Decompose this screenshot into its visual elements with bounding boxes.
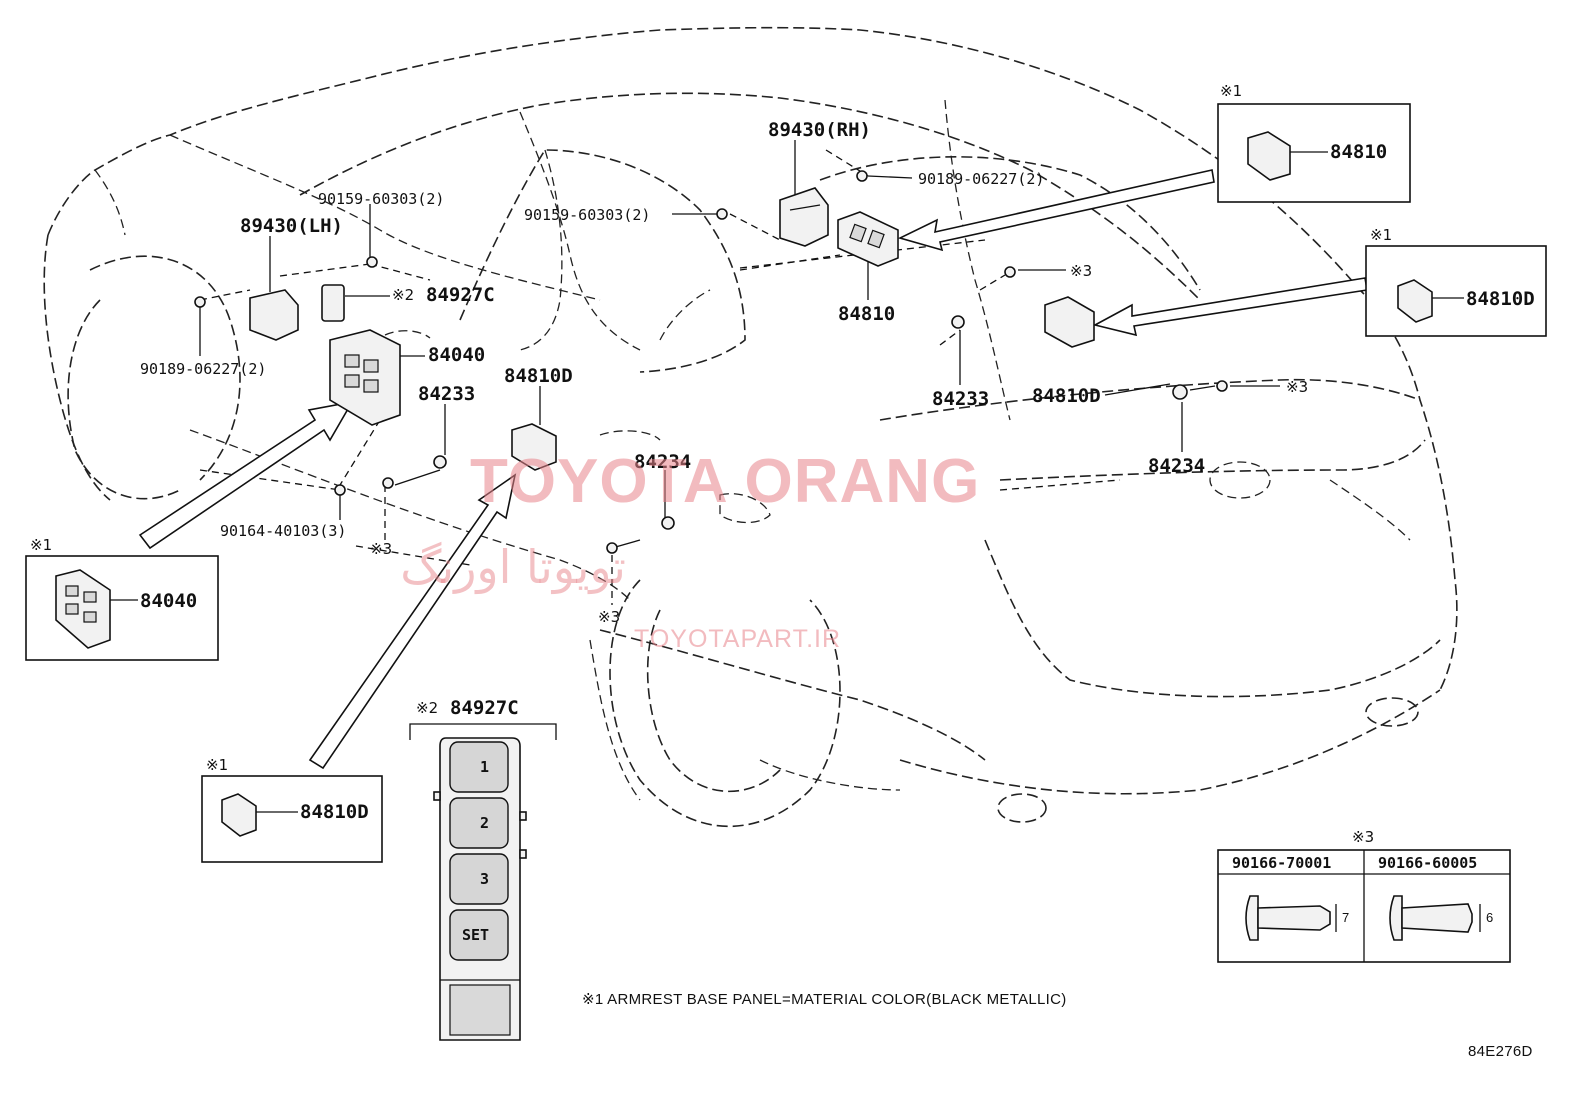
arrow-84810d-left xyxy=(308,473,517,770)
mark-note3-c: ※3 xyxy=(1070,262,1092,280)
mark-note3-b: ※3 xyxy=(598,608,620,626)
label-84810d-right: 84810D xyxy=(1032,385,1101,407)
pointer-arrows xyxy=(138,169,1368,770)
label-89430-rh: 89430(RH) xyxy=(768,119,871,141)
inset-84040-label: 84040 xyxy=(140,590,197,612)
inset-84810d-right-mark: ※1 xyxy=(1370,226,1392,244)
inset-84810-label: 84810 xyxy=(1330,141,1387,163)
inset-84810d-left-label: 84810D xyxy=(300,801,369,823)
memory-button-3-label: 3 xyxy=(480,870,489,888)
arrow-84810d-right xyxy=(1092,277,1368,337)
label-84040: 84040 xyxy=(428,344,485,366)
watermark-url: TOYOTAPART.IR xyxy=(634,625,841,653)
arrow-84040 xyxy=(138,400,354,550)
memory-button-1[interactable]: 1 xyxy=(449,741,509,793)
detail-84927c-mark: ※2 xyxy=(416,699,438,717)
inset-84810d-left: ※1 84810D xyxy=(201,756,383,863)
watermark-persian: تویوتا اورنگ xyxy=(400,540,626,595)
label-84234-left: 84234 xyxy=(634,451,691,473)
memory-button-set[interactable]: SET xyxy=(449,909,509,961)
inset-84810: ※1 84810 xyxy=(1217,82,1411,203)
parts xyxy=(194,170,1228,554)
inset-84810d-left-mark: ※1 xyxy=(206,756,228,774)
module-89430-rh xyxy=(779,187,829,247)
label-84233-left: 84233 xyxy=(418,383,475,405)
memory-button-1-label: 1 xyxy=(480,758,489,776)
inset-84810d-right-label: 84810D xyxy=(1466,288,1535,310)
inset-84810d-right: ※1 84810D xyxy=(1365,226,1547,337)
inset-84040: ※1 84040 xyxy=(25,536,219,661)
footnote-armrest: ※1 ARMREST BASE PANEL=MATERIAL COLOR(BLA… xyxy=(582,991,1067,1008)
label-84234-right: 84234 xyxy=(1148,455,1205,477)
mark-note2-a: ※2 xyxy=(392,286,414,304)
car-outline xyxy=(43,26,1458,828)
label-84810d-mid: 84810D xyxy=(504,365,573,387)
label-90164: 90164-40103(3) xyxy=(220,522,346,540)
mark-note3-d: ※3 xyxy=(1286,378,1308,396)
switch-84040 xyxy=(329,329,401,426)
arrow-84810-right xyxy=(897,169,1215,252)
memory-button-set-label: SET xyxy=(462,926,489,944)
label-84233-right: 84233 xyxy=(932,388,989,410)
clip-table: ※3 90166-70001 90166-60005 7 6 xyxy=(1217,828,1511,963)
clip-table-mark: ※3 xyxy=(1352,828,1374,846)
detail-84927c: ※2 84927C 1 2 3 SET xyxy=(409,697,557,1041)
label-89430-lh: 89430(LH) xyxy=(240,215,343,237)
memory-button-2[interactable]: 2 xyxy=(449,797,509,849)
switch-84927c-small xyxy=(321,284,345,322)
switch-84810-main xyxy=(837,211,899,267)
memory-button-2-label: 2 xyxy=(480,814,489,832)
watermark-brand: TOYOTA ORANG xyxy=(470,447,980,516)
label-84810-main: 84810 xyxy=(838,303,895,325)
clip-dim-2: 6 xyxy=(1486,910,1493,925)
diagram-code: 84E276D xyxy=(1468,1043,1533,1060)
module-89430-lh xyxy=(249,289,299,341)
watermark: TOYOTA ORANG تویوتا اورنگ TOYOTAPART.IR xyxy=(400,447,980,653)
label-90189-lh: 90189-06227(2) xyxy=(140,360,266,378)
inset-84810-mark: ※1 xyxy=(1220,82,1242,100)
mark-note3-a: ※3 xyxy=(370,540,392,558)
clip-col2-header: 90166-60005 xyxy=(1378,854,1477,872)
clip-dim-1: 7 xyxy=(1342,910,1349,925)
switch-84810d-right xyxy=(1044,296,1095,348)
inset-84040-mark: ※1 xyxy=(30,536,52,554)
callout-labels: 89430(RH) 90189-06227(2) 90159-60303(2) … xyxy=(140,119,1308,626)
label-90159-lh: 90159-60303(2) xyxy=(318,190,444,208)
detail-84927c-label: 84927C xyxy=(450,697,519,719)
label-90189-rh: 90189-06227(2) xyxy=(918,170,1044,188)
memory-button-3[interactable]: 3 xyxy=(449,853,509,905)
label-90159-rh: 90159-60303(2) xyxy=(524,206,650,224)
switch-84810d-mid xyxy=(511,423,557,471)
clip-col1-header: 90166-70001 xyxy=(1232,854,1331,872)
label-84927c: 84927C xyxy=(426,284,495,306)
